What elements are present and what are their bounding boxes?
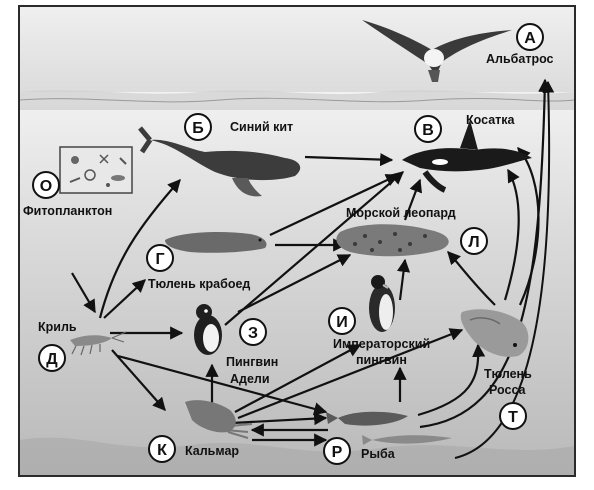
label-phytoplankton: Фитопланктон	[23, 204, 112, 218]
blue-whale-illustration	[138, 126, 301, 197]
svg-text:З: З	[248, 325, 258, 342]
badge-a: А	[516, 23, 544, 51]
label-squid: Кальмар	[185, 444, 239, 458]
svg-text:Т: Т	[508, 409, 518, 426]
svg-text:В: В	[422, 122, 434, 139]
label-blue-whale: Синий кит	[230, 120, 293, 134]
badge-v: В	[414, 115, 442, 143]
badge-i: И	[328, 307, 356, 335]
svg-text:Р: Р	[332, 444, 343, 461]
organism-labels: Альбатрос Синий кит Косатка Фитопланктон…	[23, 52, 554, 461]
albatross-illustration	[362, 20, 512, 82]
krill-illustration	[70, 331, 127, 356]
label-ross-seal-2: Росса	[489, 383, 527, 397]
badge-t: Т	[499, 402, 527, 430]
badge-l: Л	[460, 227, 488, 255]
orca-illustration	[402, 120, 532, 193]
label-ross-seal-1: Тюлень	[484, 367, 532, 381]
label-fish: Рыба	[361, 447, 396, 461]
food-web-arrows	[71, 78, 552, 447]
label-albatross: Альбатрос	[486, 52, 554, 66]
badge-g: Г	[146, 244, 174, 272]
label-emperor-penguin-2: пингвин	[356, 353, 407, 367]
label-leopard-seal: Морской леопард	[346, 206, 456, 220]
svg-text:Л: Л	[468, 234, 479, 251]
svg-text:А: А	[524, 30, 536, 47]
label-emperor-penguin-1: Императорский	[333, 337, 430, 351]
svg-text:О: О	[40, 178, 52, 195]
badge-o: О	[32, 171, 60, 199]
label-adelie-penguin-1: Пингвин	[226, 355, 278, 369]
arrow-to-albatross	[454, 80, 555, 459]
leopard-seal-illustration	[336, 224, 449, 257]
phytoplankton-illustration	[59, 146, 133, 194]
svg-text:К: К	[157, 442, 167, 459]
squid-illustration	[185, 400, 253, 439]
ross-seal-illustration	[460, 309, 529, 357]
label-adelie-penguin-2: Адели	[230, 372, 270, 386]
label-krill: Криль	[38, 320, 77, 334]
crabeater-seal-illustration	[165, 232, 267, 253]
adelie-penguin-illustration	[194, 304, 222, 355]
svg-text:Б: Б	[192, 120, 204, 137]
badge-b: Б	[184, 113, 212, 141]
frame	[18, 5, 576, 477]
emperor-penguin-illustration	[369, 275, 395, 332]
label-crabeater-seal: Тюлень крабоед	[148, 277, 250, 291]
badge-z: З	[239, 318, 267, 346]
fish-illustration	[326, 411, 452, 445]
badge-d: Д	[38, 344, 66, 372]
badge-r: Р	[323, 437, 351, 465]
svg-text:И: И	[336, 314, 348, 331]
svg-text:Г: Г	[155, 251, 164, 268]
label-orca: Косатка	[466, 113, 516, 127]
letter-badges: А Б В О Г Л Д З И Т К Р	[32, 23, 544, 465]
badge-k: К	[148, 435, 176, 463]
svg-text:Д: Д	[46, 351, 58, 368]
